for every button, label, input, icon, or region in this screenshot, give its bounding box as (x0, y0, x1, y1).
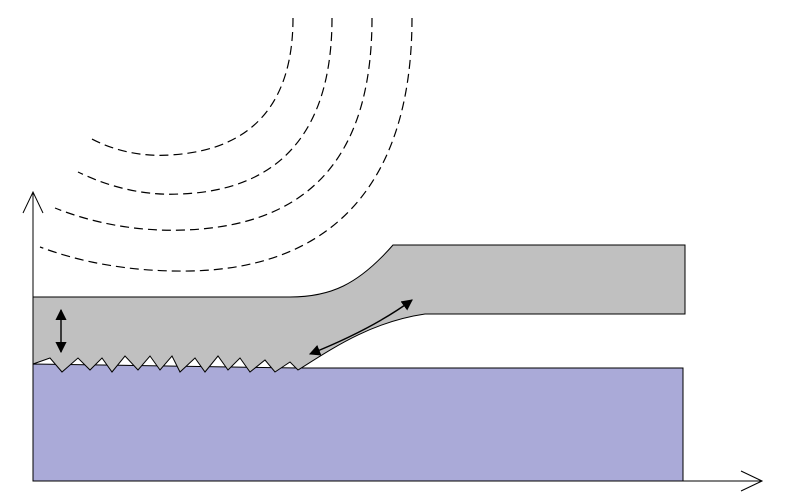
vertical-axis-arrow-icon (22, 190, 44, 214)
slide-double-arrow-icon (308, 299, 413, 356)
gray-layer (32, 244, 686, 373)
horizontal-axis-arrow-icon (740, 470, 764, 492)
wave-arc-1 (89, 17, 294, 156)
substrate (32, 363, 684, 482)
wave-arc-4 (39, 17, 413, 272)
sound-waves (39, 17, 413, 272)
wave-arc-3 (54, 17, 373, 231)
wave-arc-2 (77, 17, 333, 195)
